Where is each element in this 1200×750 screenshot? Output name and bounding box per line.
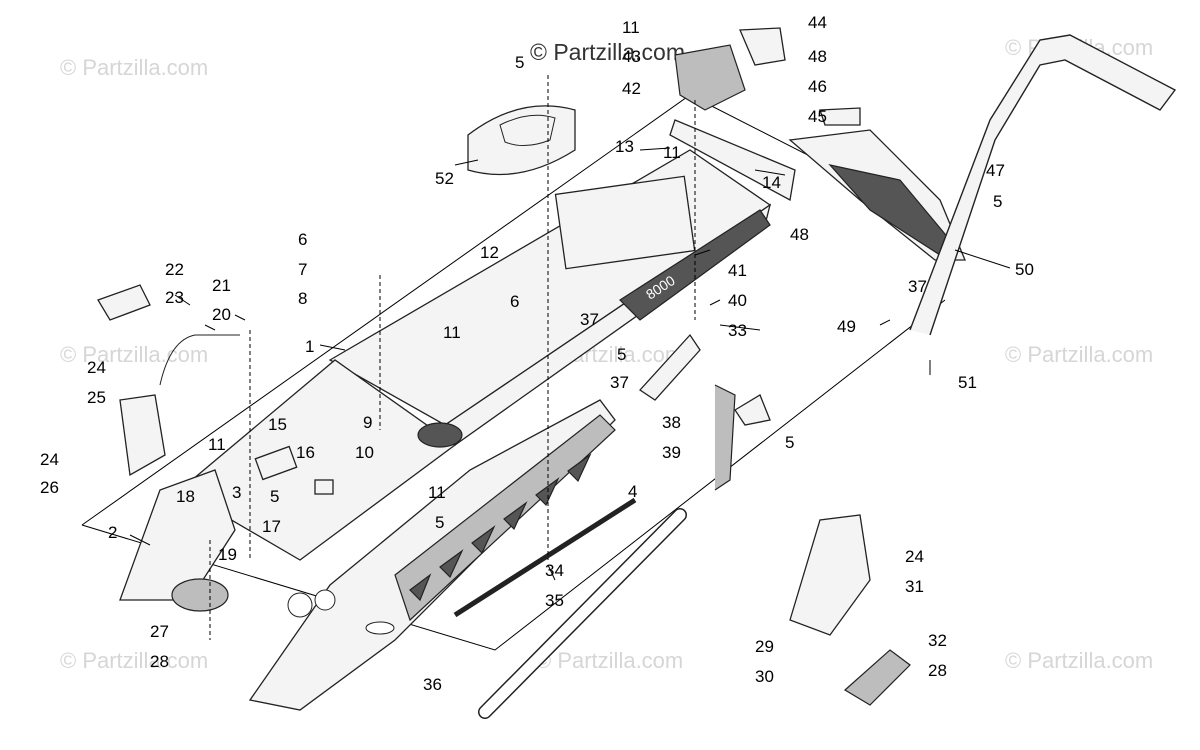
callout: 42: [622, 79, 641, 98]
cross-bracket: [669, 119, 796, 202]
callout: 5: [515, 53, 524, 72]
callout: 4: [628, 482, 637, 501]
watermark: © Partzilla.com: [60, 648, 208, 673]
callout: 24: [40, 450, 59, 469]
callout: 27: [150, 622, 169, 641]
side-bracket: [639, 333, 701, 401]
callout: 35: [545, 591, 564, 610]
callout: 5: [270, 487, 279, 506]
callout: 37: [580, 310, 599, 329]
callout: 51: [958, 373, 977, 392]
callout: 11: [208, 435, 226, 454]
callout: 9: [363, 413, 372, 432]
leader-lines: [129, 147, 1011, 581]
callout: 38: [662, 413, 681, 432]
watermark: © Partzilla.com: [60, 342, 208, 367]
callout: 34: [545, 561, 564, 580]
callout: 18: [176, 487, 195, 506]
callout: 2: [108, 523, 117, 542]
callout: 17: [262, 517, 281, 536]
snow-flap: [788, 107, 966, 261]
callout: 5: [435, 513, 444, 532]
watermarks: © Partzilla.com © Partzilla.com © Partzi…: [60, 35, 1153, 673]
footrest-plate: [171, 578, 229, 612]
callout: 7: [298, 260, 307, 279]
callout: 41: [728, 261, 747, 280]
callout: 20: [212, 305, 231, 324]
dash-lines: [209, 75, 696, 640]
callout: 19: [218, 545, 237, 564]
callout: 25: [87, 388, 106, 407]
watermark: © Partzilla.com: [1005, 342, 1153, 367]
callouts: 1 2 3 4 5 5 5 5 5 5 6 6 7 8 9 10 11 11 1…: [40, 13, 1034, 694]
electrical-module: [254, 445, 298, 481]
callout: 5: [785, 433, 794, 452]
callout: 49: [837, 317, 856, 336]
callout: 3: [232, 483, 241, 502]
callout: 11: [622, 18, 640, 37]
callout: 10: [355, 443, 374, 462]
callout: 40: [728, 291, 747, 310]
callout: 52: [435, 169, 454, 188]
callout: 50: [1015, 260, 1034, 279]
tunnel-top: [328, 149, 772, 426]
callout: 48: [790, 225, 809, 244]
tether-bracket: [714, 384, 736, 491]
callout: 24: [905, 547, 924, 566]
callout: 44: [808, 13, 827, 32]
callout: 29: [755, 637, 774, 656]
callout: 30: [755, 667, 774, 686]
seat-cushion: [467, 105, 576, 176]
watermark: © Partzilla.com: [1005, 648, 1153, 673]
watermark: © Partzilla.com: [60, 55, 208, 80]
footrest-assembly: [789, 514, 911, 706]
callout: 11: [428, 483, 446, 502]
callout: 5: [993, 192, 1002, 211]
callout: 1: [305, 337, 314, 356]
watermark-main: © Partzilla.com: [530, 39, 685, 65]
callout: 47: [986, 161, 1005, 180]
rear-bumper: [909, 34, 1177, 336]
callout: 8: [298, 289, 307, 308]
callout: 39: [662, 443, 681, 462]
callout: 14: [762, 173, 781, 192]
callout: 11: [663, 143, 681, 162]
callout: 13: [615, 137, 634, 156]
callout: 11: [443, 323, 461, 342]
callout: 31: [905, 577, 924, 596]
callout: 37: [908, 277, 927, 296]
callout: 6: [298, 230, 307, 249]
watermark: © Partzilla.com: [535, 648, 683, 673]
tunnel-assembly: 8000: [119, 149, 772, 711]
callout: 32: [928, 631, 947, 650]
callout: 28: [928, 661, 947, 680]
callout: 6: [510, 292, 519, 311]
rear-bracket: [674, 27, 786, 111]
callout: 15: [268, 415, 287, 434]
callout: 45: [808, 107, 827, 126]
callout: 46: [808, 77, 827, 96]
left-parts: [97, 284, 240, 477]
callout: 36: [423, 675, 442, 694]
callout: 5: [617, 345, 626, 364]
tunnel-panel: [554, 175, 696, 270]
callout: 37: [610, 373, 629, 392]
chassis-floor: [178, 359, 457, 561]
callout: 21: [212, 276, 231, 295]
callout: 22: [165, 260, 184, 279]
callout: 24: [87, 358, 106, 377]
bumper-bar: [453, 497, 687, 719]
callout: 23: [165, 288, 184, 307]
callout: 33: [728, 321, 747, 340]
callout: 12: [480, 243, 499, 262]
callout: 26: [40, 478, 59, 497]
callout: 28: [150, 652, 169, 671]
callout: 43: [622, 47, 641, 66]
callout: 48: [808, 47, 827, 66]
callout: 16: [296, 443, 315, 462]
